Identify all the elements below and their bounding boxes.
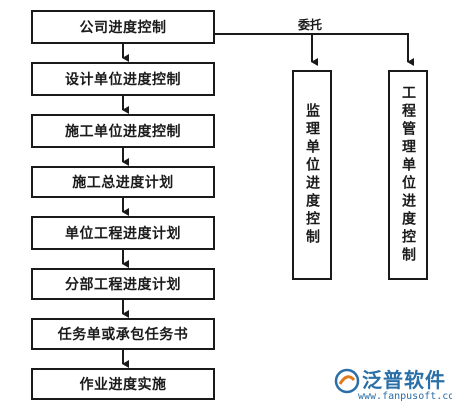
delegate-line [214,33,414,66]
flow-step-label: 作业进度实施 [79,377,167,393]
flow-step-label: 公司进度控制 [79,20,167,36]
flow-step-division-plan: 分部工程进度计划 [31,268,215,300]
flow-step-label: 任务单或承包任务书 [57,327,189,343]
supervision-label: 监理单位进度控制 [304,103,320,247]
flow-step-company: 公司进度控制 [31,10,215,44]
watermark-url: www.fanpusoft.com [358,391,452,402]
watermark: 泛普软件 www.fanpusoft.com [330,364,452,408]
flow-step-label: 施工总进度计划 [72,175,174,191]
flow-step-execution: 作业进度实施 [31,368,215,400]
watermark-brand: 泛普软件 [362,368,446,392]
flow-step-label: 分部工程进度计划 [65,277,181,293]
delegate-label: 委托 [298,18,323,32]
supervision-box: 监理单位进度控制 [292,70,332,280]
flow-step-task-order: 任务单或承包任务书 [31,318,215,350]
flow-step-construction-unit: 施工单位进度控制 [31,114,215,148]
management-label: 工程管理单位进度控制 [400,85,416,265]
flow-step-unit-plan: 单位工程进度计划 [31,216,215,250]
flow-step-label: 单位工程进度计划 [65,226,181,242]
brand-logo-icon [334,368,360,394]
flow-step-label: 设计单位进度控制 [65,72,181,88]
flow-step-label: 施工单位进度控制 [65,124,181,140]
flow-step-master-plan: 施工总进度计划 [31,166,215,198]
flow-step-design: 设计单位进度控制 [31,62,215,96]
management-box: 工程管理单位进度控制 [388,70,428,280]
